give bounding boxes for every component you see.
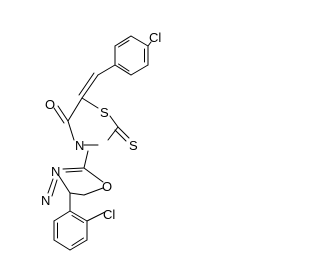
bond-thione-a — [117, 126, 130, 139]
atom-label-o-carbonyl: O — [45, 97, 55, 112]
atom-label-cl-top: Cl — [149, 30, 161, 45]
bond-thione-b — [114, 129, 127, 142]
bond-ring-cl-top — [147, 41, 152, 47]
bond-n-to-oxadiazole — [83, 150, 89, 169]
atom-label-n-ring: N — [75, 138, 84, 153]
atom-label-o-oxadiazole: O — [102, 179, 112, 194]
atom-label-n-oxadiazole-upper: N — [51, 164, 60, 179]
atom-label-cl-bottom: Cl — [103, 207, 115, 222]
bond-carbonyl-b — [53, 107, 65, 124]
atom-label-n-oxadiazole-lower: N — [41, 193, 50, 208]
thiazolidine-ring — [67, 97, 119, 146]
oxadiazole-ring — [47, 167, 104, 197]
bond-ch-c5-double-a — [81, 74, 99, 99]
chemical-structure-diagram: Cl O S N S N N O Cl — [41, 30, 161, 251]
bond-ring-cl-bottom — [86, 211, 106, 222]
bond-ch-c5-double-b — [78, 72, 95, 96]
atom-label-s-ring: S — [100, 105, 109, 120]
chlorophenyl-ring-bottom — [53, 210, 88, 251]
atom-label-s-thione: S — [129, 138, 138, 153]
chlorophenyl-ring-top — [114, 35, 149, 76]
bond-carbonyl-a — [57, 105, 69, 122]
bond-ring-to-ch — [97, 64, 116, 76]
structure-canvas: Cl O S N S N N O Cl — [41, 30, 162, 251]
